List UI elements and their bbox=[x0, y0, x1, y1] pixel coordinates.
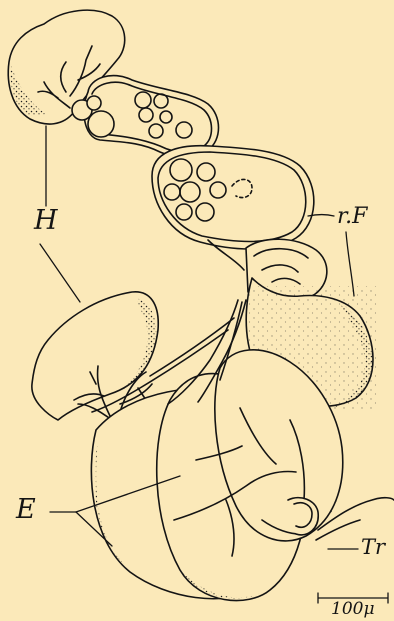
scale-label: 100μ bbox=[331, 601, 375, 618]
label-rf: r.F bbox=[337, 206, 367, 228]
label-e: E bbox=[16, 496, 36, 523]
h-lower-leader bbox=[40, 244, 80, 302]
e-egg-masses bbox=[91, 350, 342, 601]
label-tr: Tr bbox=[361, 537, 385, 558]
rf-leader-upper bbox=[308, 215, 334, 217]
label-h: H bbox=[34, 207, 58, 234]
